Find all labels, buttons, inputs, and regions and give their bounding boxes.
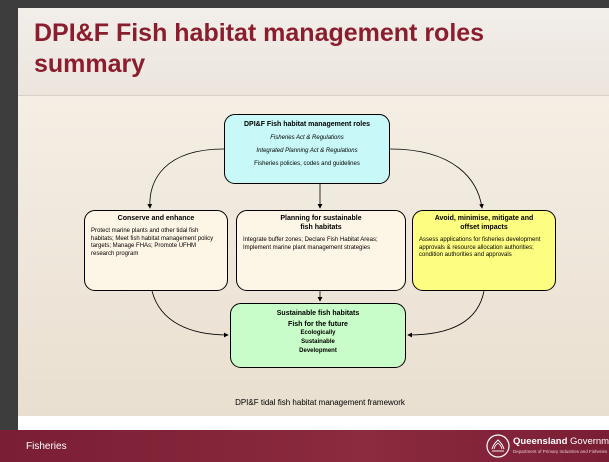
conserve-box: Conserve and enhance Protect marine plan… <box>84 210 228 291</box>
avoid-box: Avoid, minimise, mitigate and offset imp… <box>412 210 556 291</box>
sustainable-line-5: Development <box>299 348 337 354</box>
avoid-text: Assess applications for fisheries develo… <box>419 237 541 258</box>
queensland-government-logo: Queensland Government Department of Prim… <box>486 432 609 460</box>
sustainable-line-2: Fish for the future <box>288 321 348 328</box>
slide-title: DPI&F Fish habitat management roles summ… <box>34 19 485 78</box>
footer-label: Fisheries <box>26 441 67 452</box>
sustainable-line-4: Sustainable <box>301 339 335 345</box>
roles-box: DPI&F Fish habitat management roles Fish… <box>224 114 390 184</box>
left-accent-bar <box>0 0 18 462</box>
sustainable-line-3: Ecologically <box>300 330 336 336</box>
conserve-text: Protect marine plants and other tidal fi… <box>91 228 214 257</box>
planning-heading-line-1: Planning for sustainable <box>280 215 362 222</box>
roles-line-2: Integrated Planning Act & Regulations <box>256 148 358 154</box>
planning-heading-line-2: fish habitats <box>300 224 342 231</box>
roles-heading: DPI&F Fish habitat management roles <box>243 121 371 128</box>
arrow-avoid-to-sustainable <box>407 290 485 338</box>
roles-line-3: Fisheries policies, codes and guidelines <box>254 161 360 167</box>
logo-department: Department of Primary Industries and Fis… <box>513 449 608 454</box>
roles-line-1: Fisheries Act & Regulations <box>270 135 344 141</box>
planning-box: Planning for sustainable fish habitats I… <box>236 210 406 291</box>
top-accent-strip <box>18 0 609 8</box>
footer-bar: Fisheries Queensland Government Departme… <box>0 430 609 462</box>
avoid-heading-line-2: offset impacts <box>460 224 508 231</box>
arrow-conserve-to-sustainable <box>151 290 229 338</box>
avoid-heading: Avoid, minimise, mitigate and offset imp… <box>419 214 549 232</box>
diagram-caption: DPI&F tidal fish habitat management fram… <box>235 398 405 407</box>
conserve-heading: Conserve and enhance <box>117 215 195 222</box>
planning-heading: Planning for sustainable fish habitats <box>243 214 399 232</box>
sustainable-line-1: Sustainable fish habitats <box>276 310 360 317</box>
logo-word-bold: Queensland <box>513 436 568 447</box>
arrow-roles-to-conserve <box>147 148 225 209</box>
logo-word-light: Government <box>570 436 609 447</box>
logo-wordmark: Queensland Government <box>513 436 609 447</box>
avoid-heading-line-1: Avoid, minimise, mitigate and <box>434 215 534 222</box>
arrow-roles-to-avoid <box>389 148 484 209</box>
planning-text: Integrate buffer zones; Declare Fish Hab… <box>243 237 378 251</box>
sustainable-box: Sustainable fish habitats Fish for the f… <box>230 303 406 368</box>
title-panel <box>18 8 609 96</box>
title-divider <box>18 95 609 96</box>
queensland-emblem-icon <box>486 434 510 458</box>
